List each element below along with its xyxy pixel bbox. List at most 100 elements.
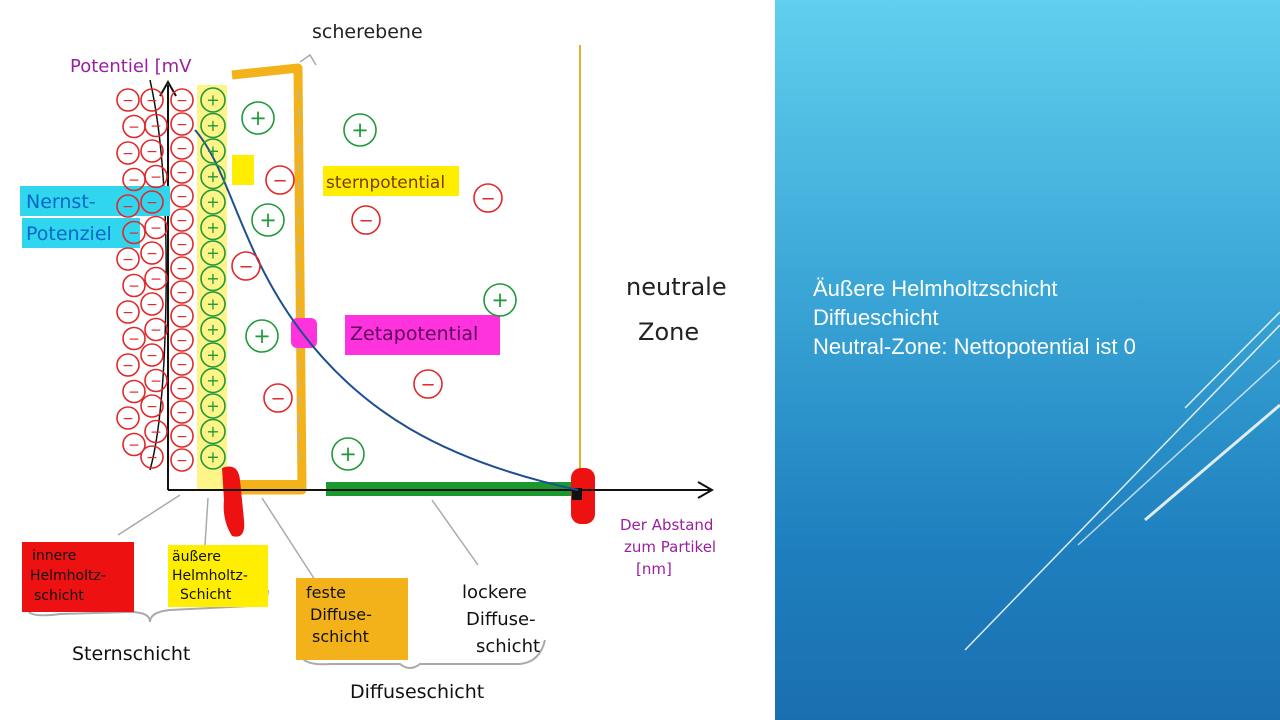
negative-ion-sign: − bbox=[176, 453, 188, 469]
negative-ion-circle bbox=[116, 353, 140, 377]
fixed-diffuse-line2: Diffuse- bbox=[310, 605, 372, 624]
nernst-label-line1: Nernst- bbox=[26, 191, 96, 213]
outer-helmholtz-label-highlight bbox=[168, 545, 268, 607]
nernst-label-line2: Potenziel bbox=[26, 223, 112, 245]
negative-ion-sign: − bbox=[146, 93, 158, 109]
positive-ion-circle bbox=[200, 291, 226, 317]
x-axis-label-line1: Der Abstand bbox=[620, 516, 713, 534]
positive-ion-circle bbox=[200, 214, 226, 241]
fixed-diffuse-highlight bbox=[296, 578, 408, 660]
pointer-outer bbox=[204, 497, 209, 546]
positive-ion-sign: + bbox=[206, 269, 219, 288]
positive-ion-circle bbox=[200, 189, 226, 215]
negative-ion-sign: − bbox=[150, 118, 162, 134]
negative-ion-circle bbox=[122, 220, 146, 245]
negative-ion-sign: − bbox=[270, 388, 285, 409]
positive-ion-sign: + bbox=[206, 192, 219, 211]
negative-ion-circle bbox=[144, 266, 168, 291]
positive-ion-circle bbox=[200, 240, 226, 266]
neutral-zone-label-line2: Zone bbox=[638, 318, 699, 346]
outer-helmholtz-line2: Helmholtz- bbox=[172, 568, 248, 584]
negative-ion-circle bbox=[116, 88, 140, 112]
negative-ion-circle bbox=[265, 165, 295, 195]
negative-ion-sign: − bbox=[122, 358, 134, 374]
negative-ion-circle bbox=[413, 369, 443, 399]
shear-plane-label: scherebene bbox=[312, 21, 423, 43]
negative-ion-circle bbox=[170, 304, 194, 328]
fixed-diffuse-line3: schicht bbox=[312, 627, 369, 646]
fixed-diffuse-line1: feste bbox=[306, 583, 346, 602]
negative-ion-circle bbox=[140, 190, 164, 214]
negative-ion-circle bbox=[473, 183, 503, 213]
positive-ion-sign: + bbox=[206, 447, 219, 466]
negative-ion-sign: − bbox=[358, 210, 373, 231]
negative-ion-sign: − bbox=[146, 297, 158, 313]
positive-ion-sign: + bbox=[206, 243, 219, 262]
negative-ion-sign: − bbox=[176, 381, 188, 397]
negative-ion-sign: − bbox=[176, 429, 188, 445]
bullet-list: Äußere Helmholtzschicht Diffueschicht Ne… bbox=[813, 274, 1273, 361]
negative-ion-circle bbox=[170, 184, 194, 208]
stern-potential-label: sternpotential bbox=[326, 173, 445, 193]
negative-ion-sign: − bbox=[176, 357, 188, 373]
inner-helmholtz-line3: schicht bbox=[34, 588, 84, 604]
x-axis-arrow bbox=[697, 481, 715, 499]
bullet-line: Diffueschicht bbox=[813, 305, 939, 330]
negative-ion-circle bbox=[140, 241, 164, 265]
negative-ion-sign: − bbox=[176, 213, 188, 229]
positive-ion-circle bbox=[200, 444, 226, 470]
positive-ion-circle bbox=[251, 203, 285, 237]
positive-ion-circle bbox=[200, 342, 226, 368]
positive-ion-circle bbox=[245, 319, 279, 353]
negative-ion-circle bbox=[170, 424, 194, 448]
bullet-line: Neutral-Zone: Nettopotential ist 0 bbox=[813, 334, 1136, 359]
negative-ion-sign: − bbox=[128, 331, 140, 347]
positive-ion-sign: + bbox=[206, 345, 219, 364]
loose-diffuse-line1: lockere bbox=[462, 582, 527, 603]
negative-ion-circle bbox=[116, 141, 140, 165]
negative-ion-circle bbox=[116, 300, 140, 324]
negative-ion-circle bbox=[122, 432, 146, 457]
inner-helmholtz-line1: innere bbox=[32, 548, 76, 564]
deco-line-4 bbox=[1144, 403, 1280, 522]
negative-ion-sign: − bbox=[150, 169, 162, 185]
negative-ion-sign: − bbox=[272, 170, 287, 191]
negative-ion-sign: − bbox=[238, 256, 253, 277]
positive-ion-circle bbox=[200, 367, 226, 394]
negative-ion-circle bbox=[170, 232, 194, 256]
negative-ion-circle bbox=[170, 328, 194, 352]
negative-ion-circle bbox=[116, 194, 140, 218]
diagram-svg: −−−−−−−−−−−−−−−−−−−−−−−−−−−−−−−−−−−−−−−−… bbox=[20, 21, 727, 703]
ion-group: −−−−−−−−−−−−−−−−−−−−−−−−−−−−−−−−−−−−−−−−… bbox=[116, 87, 517, 472]
negative-ion-sign: − bbox=[176, 93, 188, 109]
negative-ion-sign: − bbox=[420, 374, 435, 395]
positive-ion-circle bbox=[200, 163, 226, 190]
positive-ion-sign: + bbox=[206, 218, 219, 237]
positive-ion-sign: + bbox=[206, 294, 219, 313]
negative-ion-circle bbox=[144, 215, 168, 240]
negative-ion-sign: − bbox=[122, 305, 134, 321]
negative-ion-sign: − bbox=[150, 220, 162, 236]
positive-ion-sign: + bbox=[339, 442, 357, 466]
negative-ion-sign: − bbox=[150, 424, 162, 440]
negative-ion-sign: − bbox=[122, 199, 134, 215]
negative-ion-sign: − bbox=[480, 188, 495, 209]
positive-ion-circle bbox=[200, 138, 226, 164]
curve-endpoint bbox=[572, 488, 582, 500]
negative-ion-circle bbox=[170, 208, 194, 232]
negative-ion-sign: − bbox=[176, 405, 188, 421]
positive-ion-circle bbox=[200, 393, 226, 419]
negative-ion-sign: − bbox=[176, 117, 188, 133]
deco-line-3 bbox=[1077, 359, 1280, 546]
negative-ion-sign: − bbox=[176, 261, 188, 277]
positive-ion-sign: + bbox=[351, 118, 369, 142]
y-axis-arrow bbox=[159, 79, 177, 97]
positive-ion-circle bbox=[483, 283, 517, 317]
negative-ion-sign: − bbox=[146, 450, 158, 466]
deco-line-1 bbox=[964, 324, 1280, 651]
positive-ion-circle bbox=[200, 87, 226, 113]
negative-ion-sign: − bbox=[128, 437, 140, 453]
negative-ion-circle bbox=[144, 419, 168, 444]
positive-ion-sign: + bbox=[206, 396, 219, 415]
inner-helmholtz-marker bbox=[222, 466, 245, 537]
